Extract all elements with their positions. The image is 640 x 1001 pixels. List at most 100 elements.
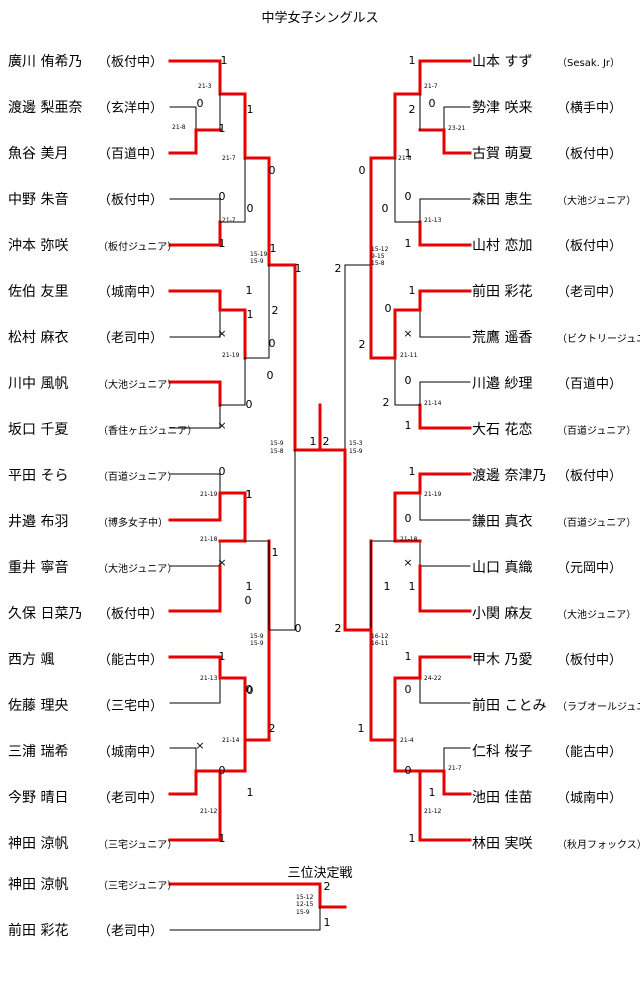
match-result: 1 [272,546,279,559]
set-score: 21-7 [424,83,438,90]
left-player-team: （大池ジュニア） [98,562,177,575]
set-score: 15-8 [371,260,385,267]
right-player-team: （大池ジュニア） [557,608,636,621]
bracket-title: 中学女子シングルス [261,10,378,26]
match-result: 1 [310,435,317,448]
match-result: 0 [246,683,253,696]
set-score: 16-12 [371,633,389,640]
left-player-name: 西方 颯 [8,652,54,668]
third-place-result: 2 [324,880,331,893]
match-result: 0 [405,512,412,525]
set-score: 21-19 [200,491,218,498]
match-result: 1 [246,580,253,593]
set-score: 21-18 [200,536,218,543]
third-place-player-name: 神田 涼帆 [8,877,68,893]
set-score: 21-8 [398,155,412,162]
right-player-team: （板付中） [557,147,622,162]
match-result: 0 [267,369,274,382]
third-place-result: 1 [324,916,331,929]
right-player-name: 池田 佳苗 [472,790,532,806]
match-result: 1 [246,284,253,297]
set-score: 15-9 [250,633,264,640]
match-result: 1 [409,284,416,297]
match-result: 1 [270,242,277,255]
set-score: 21-14 [424,400,442,407]
match-result: 0 [382,202,389,215]
set-score: 15-12 [296,894,314,901]
set-score: 15-3 [349,440,363,447]
third-place-player-name: 前田 彩花 [8,922,68,939]
set-score: 12-15 [296,901,314,908]
right-player-name: 森田 恵生 [472,192,532,208]
right-player-team: （板付中） [557,239,622,254]
set-score: 21-13 [424,217,442,224]
match-result: 1 [405,147,412,160]
match-result: 2 [359,338,366,351]
left-player-team: （百道中） [98,147,163,162]
right-player-name: 小関 麻友 [472,606,532,622]
match-result: 0 [385,302,392,315]
third-place-title: 三位決定戦 [287,866,352,881]
match-result: 2 [335,622,342,635]
match-result: 1 [246,488,253,501]
left-player-name: 松村 麻衣 [8,330,68,346]
left-player-team: （能古中） [98,653,163,668]
match-result: × [195,739,204,752]
right-player-name: 山本 すず [472,54,532,70]
left-player-team: （板付中） [98,607,163,622]
match-result: 2 [383,396,390,409]
set-score: 15-12 [371,246,389,253]
match-result: 2 [335,262,342,275]
set-score: 21-7 [222,217,236,224]
set-score: 21-3 [198,83,212,90]
set-score: 21-19 [222,352,240,359]
left-player-name: 三浦 瑞希 [8,744,68,760]
right-player-name: 山村 恋加 [472,237,532,254]
match-result: 0 [247,202,254,215]
left-player-team: （香住ヶ丘ジュニア） [98,424,197,437]
set-score: 21-7 [222,155,236,162]
left-player-name: 渡邊 梨亜奈 [8,100,82,116]
set-score: 15-9 [296,909,310,916]
match-result: × [403,556,412,569]
left-player-name: 佐伯 友里 [8,284,68,300]
match-result: 1 [384,580,391,593]
left-player-team: （板付ジュニア） [98,240,177,253]
match-result: 0 [197,97,204,110]
left-player-name: 重井 寧音 [8,559,68,576]
match-result: 0 [219,764,226,777]
set-score: 24-22 [424,675,442,682]
left-player-name: 坂口 千夏 [8,422,68,438]
set-score: 21-13 [200,675,218,682]
match-result: 2 [409,103,416,116]
match-result: × [217,419,226,432]
right-player-name: 渡邊 奈津乃 [472,468,546,484]
match-result: 1 [409,832,416,845]
set-score: 23-21 [448,125,466,132]
left-player-team: （玄洋中） [98,101,163,116]
match-result: 0 [359,164,366,177]
left-player-name: 佐藤 理央 [8,698,68,714]
right-player-team: （百道ジュニア） [557,424,636,437]
left-player-name: 今野 晴日 [8,790,68,806]
third-place-player-team: （老司中） [98,924,163,939]
match-result: 1 [247,308,254,321]
right-player-team: （能古中） [557,745,622,760]
match-result: × [217,556,226,569]
match-result: 1 [429,786,436,799]
right-player-team: （城南中） [557,790,622,806]
match-result: × [217,327,226,340]
left-player-team: （博多女子中） [98,516,168,529]
right-player-team: （元岡中） [557,561,622,576]
match-result: 1 [219,650,226,663]
match-result: 1 [221,54,228,67]
set-score: 21-8 [172,124,186,131]
left-player-name: 中野 朱音 [8,191,68,208]
match-result: 0 [247,684,254,697]
right-player-team: （大池ジュニア） [557,194,636,207]
match-result: 1 [295,262,302,275]
left-player-team: （百道ジュニア） [98,470,177,483]
match-result: 1 [409,54,416,67]
set-score: 15-9 [349,448,363,455]
match-result: 0 [429,97,436,110]
